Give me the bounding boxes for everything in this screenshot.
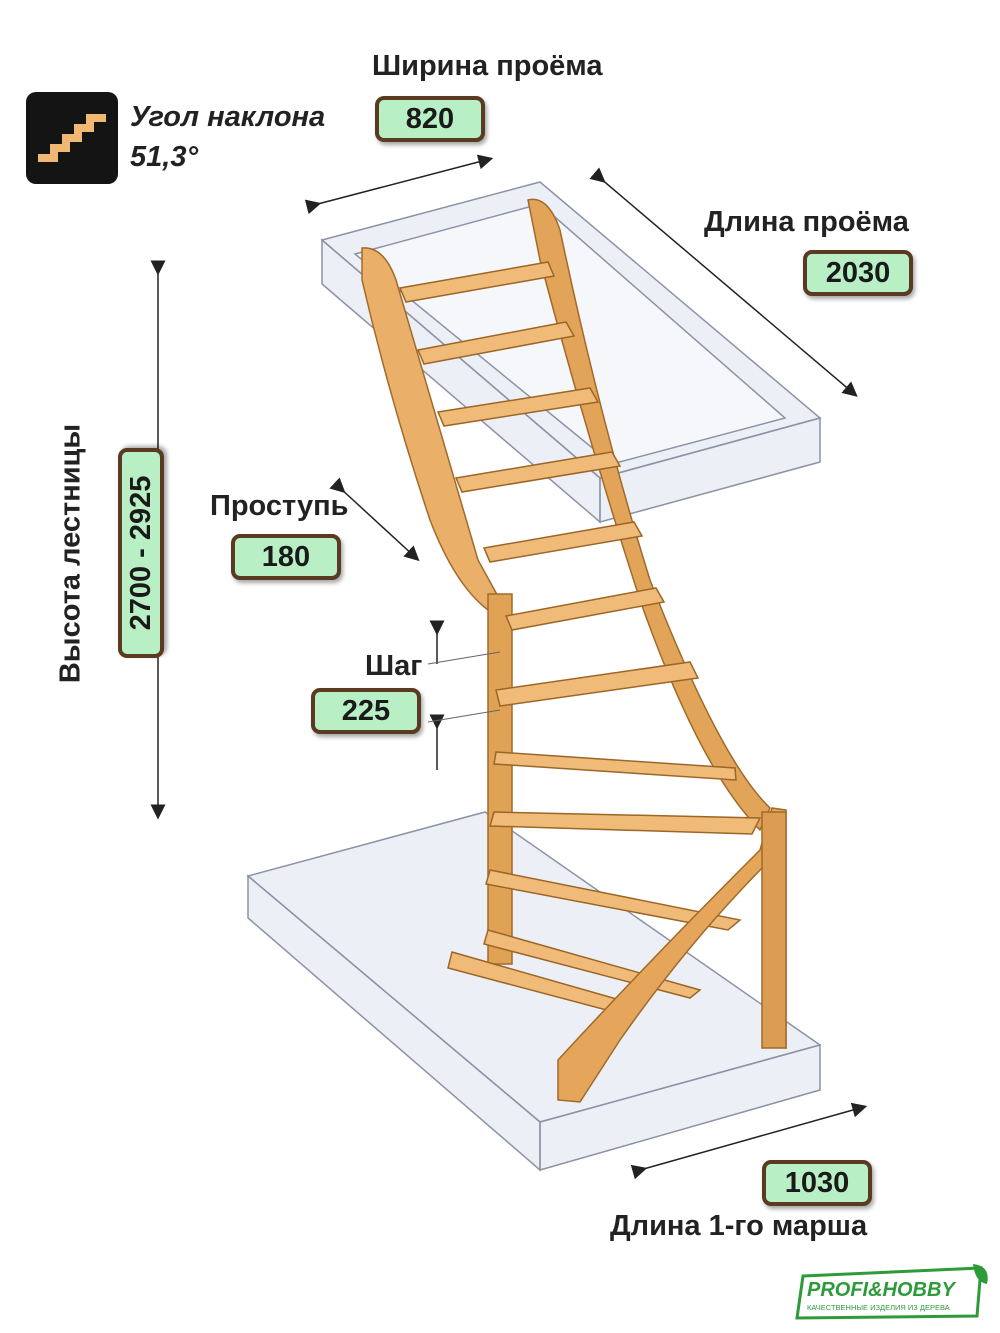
- first-flight-dimension: [630, 1102, 868, 1180]
- floor-slab: [246, 811, 822, 1172]
- opening-width-label: Ширина проёма: [372, 50, 603, 82]
- angle-title: Угол наклона: [130, 101, 326, 133]
- opening-width-value: 820: [375, 96, 485, 142]
- stair-height-value: 2700 - 2925: [118, 448, 164, 658]
- right-stringer: [527, 198, 771, 832]
- tread-overhang-value: 180: [231, 534, 341, 580]
- step-label: Шаг: [365, 650, 423, 682]
- tread-overhang-dimension: [329, 477, 420, 562]
- first-flight-value: 1030: [762, 1160, 872, 1206]
- step-value: 225: [311, 688, 421, 734]
- opening-width-dimension: [304, 154, 494, 215]
- logo-tagline: КАЧЕСТВЕННЫЕ ИЗДЕЛИЯ ИЗ ДЕРЕВА: [807, 1303, 950, 1312]
- angle-label: Угол наклона 51,3°: [130, 97, 325, 177]
- lower-post: [761, 811, 787, 1049]
- opening-length-value: 2030: [803, 250, 913, 296]
- logo-brand: PROFI&HOBBY: [807, 1279, 956, 1301]
- tread-overhang-label: Проступь: [210, 490, 349, 522]
- stair-angle-icon: [26, 92, 118, 184]
- treads: [398, 261, 762, 1013]
- first-flight-label: Длина 1-го марша: [610, 1210, 868, 1242]
- angle-value: 51,3°: [130, 141, 199, 173]
- newel-post: [487, 593, 513, 965]
- brand-logo: PROFI&HOBBY КАЧЕСТВЕННЫЕ ИЗДЕЛИЯ ИЗ ДЕРЕ…: [793, 1262, 991, 1322]
- opening-length-label: Длина проёма: [704, 206, 909, 238]
- opening-length-dimension: [589, 167, 858, 397]
- stair-height-label: Высота лестницы: [54, 423, 87, 684]
